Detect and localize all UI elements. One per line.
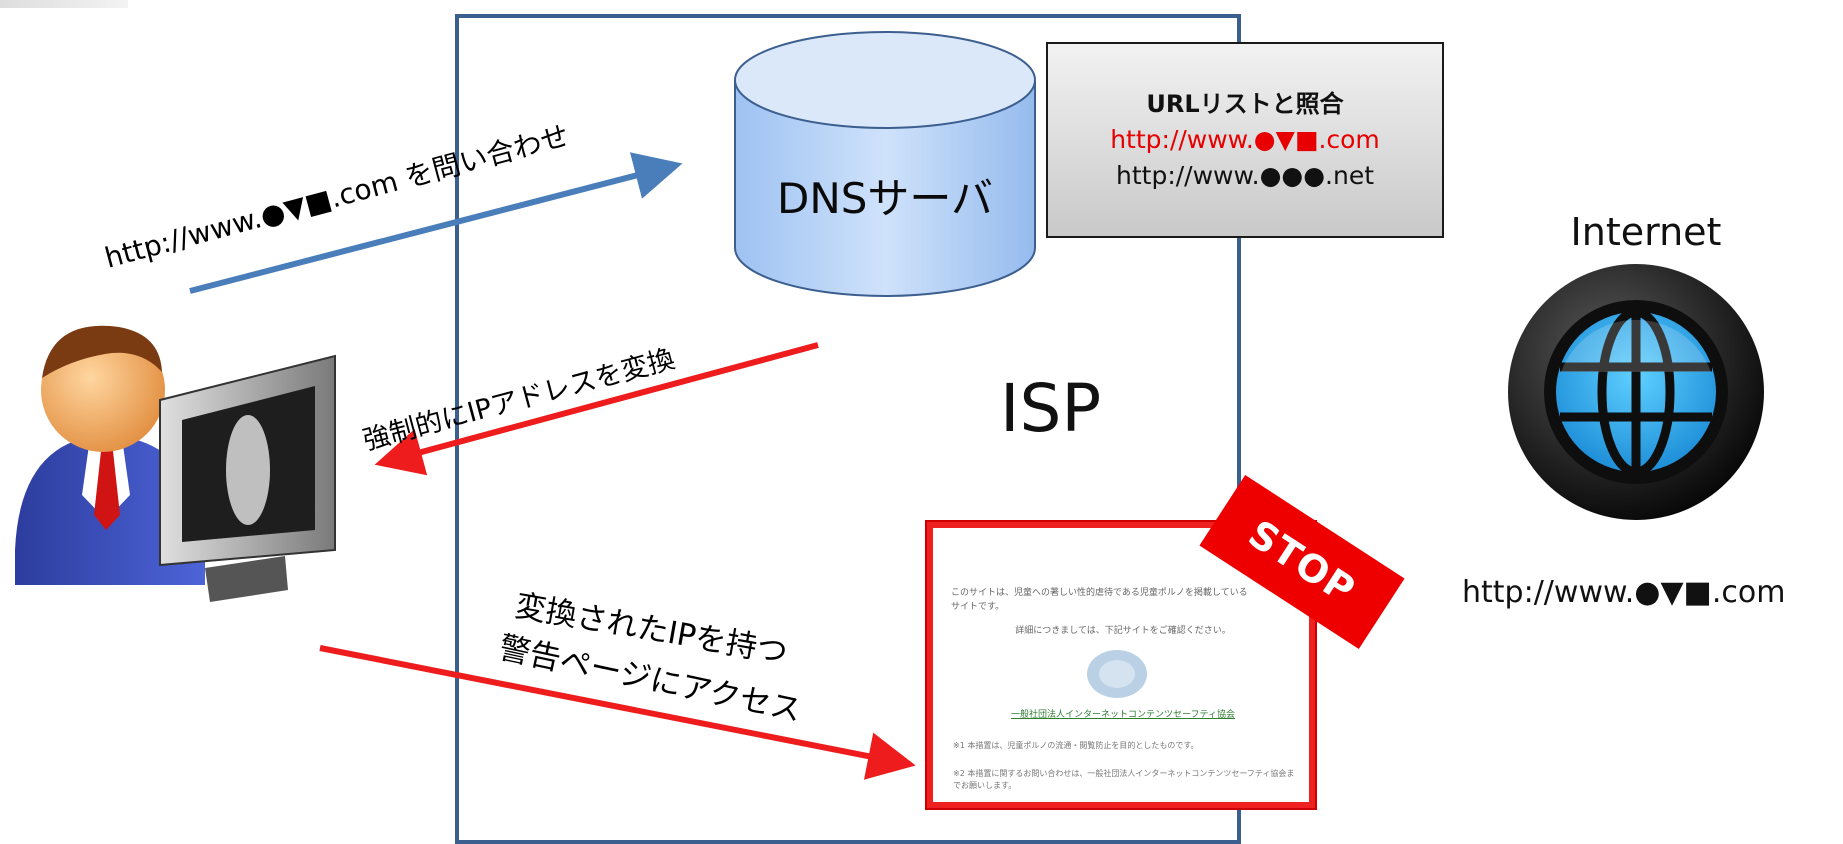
warning-note-2: ※2 本措置に関するお問い合わせは、一般社団法人インターネットコンテンツセーフテ… — [953, 769, 1295, 790]
warning-note-1: ※1 本措置は、児童ポルノの流通・閲覧防止を目的としたものです。 — [953, 741, 1199, 750]
query-arrow — [189, 152, 683, 294]
user-computer-icon — [15, 325, 336, 602]
access-arrow — [319, 645, 916, 780]
corner-mark — [0, 0, 128, 8]
isp-label: ISP — [1000, 370, 1102, 447]
warning-org-link[interactable]: 一般社団法人インターネットコンテンツセーフティ協会 — [1011, 710, 1235, 720]
warning-intro: このサイトは、児童への著しい性的虐待である児童ポルノを掲載しているサイトです。 — [951, 588, 1248, 612]
internet-url: http://www.●▼■.com — [1462, 575, 1786, 610]
warning-more: 詳細につきましては、下記サイトをご確認ください。 — [1015, 626, 1231, 636]
url-list-title: URLリストと照合 — [1146, 90, 1344, 118]
url-list-box: URLリストと照合 http://www.●▼■.com http://www.… — [1046, 42, 1444, 238]
globe-icon — [1508, 264, 1764, 520]
org-logo-icon — [1087, 650, 1147, 698]
url-list-other-url: http://www.●●●.net — [1116, 161, 1374, 190]
dns-server-icon — [734, 31, 1036, 297]
dns-server-label: DNSサーバ — [777, 174, 993, 223]
forced-ip-arrow — [374, 342, 819, 476]
internet-label: Internet — [1570, 210, 1722, 254]
url-list-blocked-url: http://www.●▼■.com — [1110, 125, 1380, 154]
